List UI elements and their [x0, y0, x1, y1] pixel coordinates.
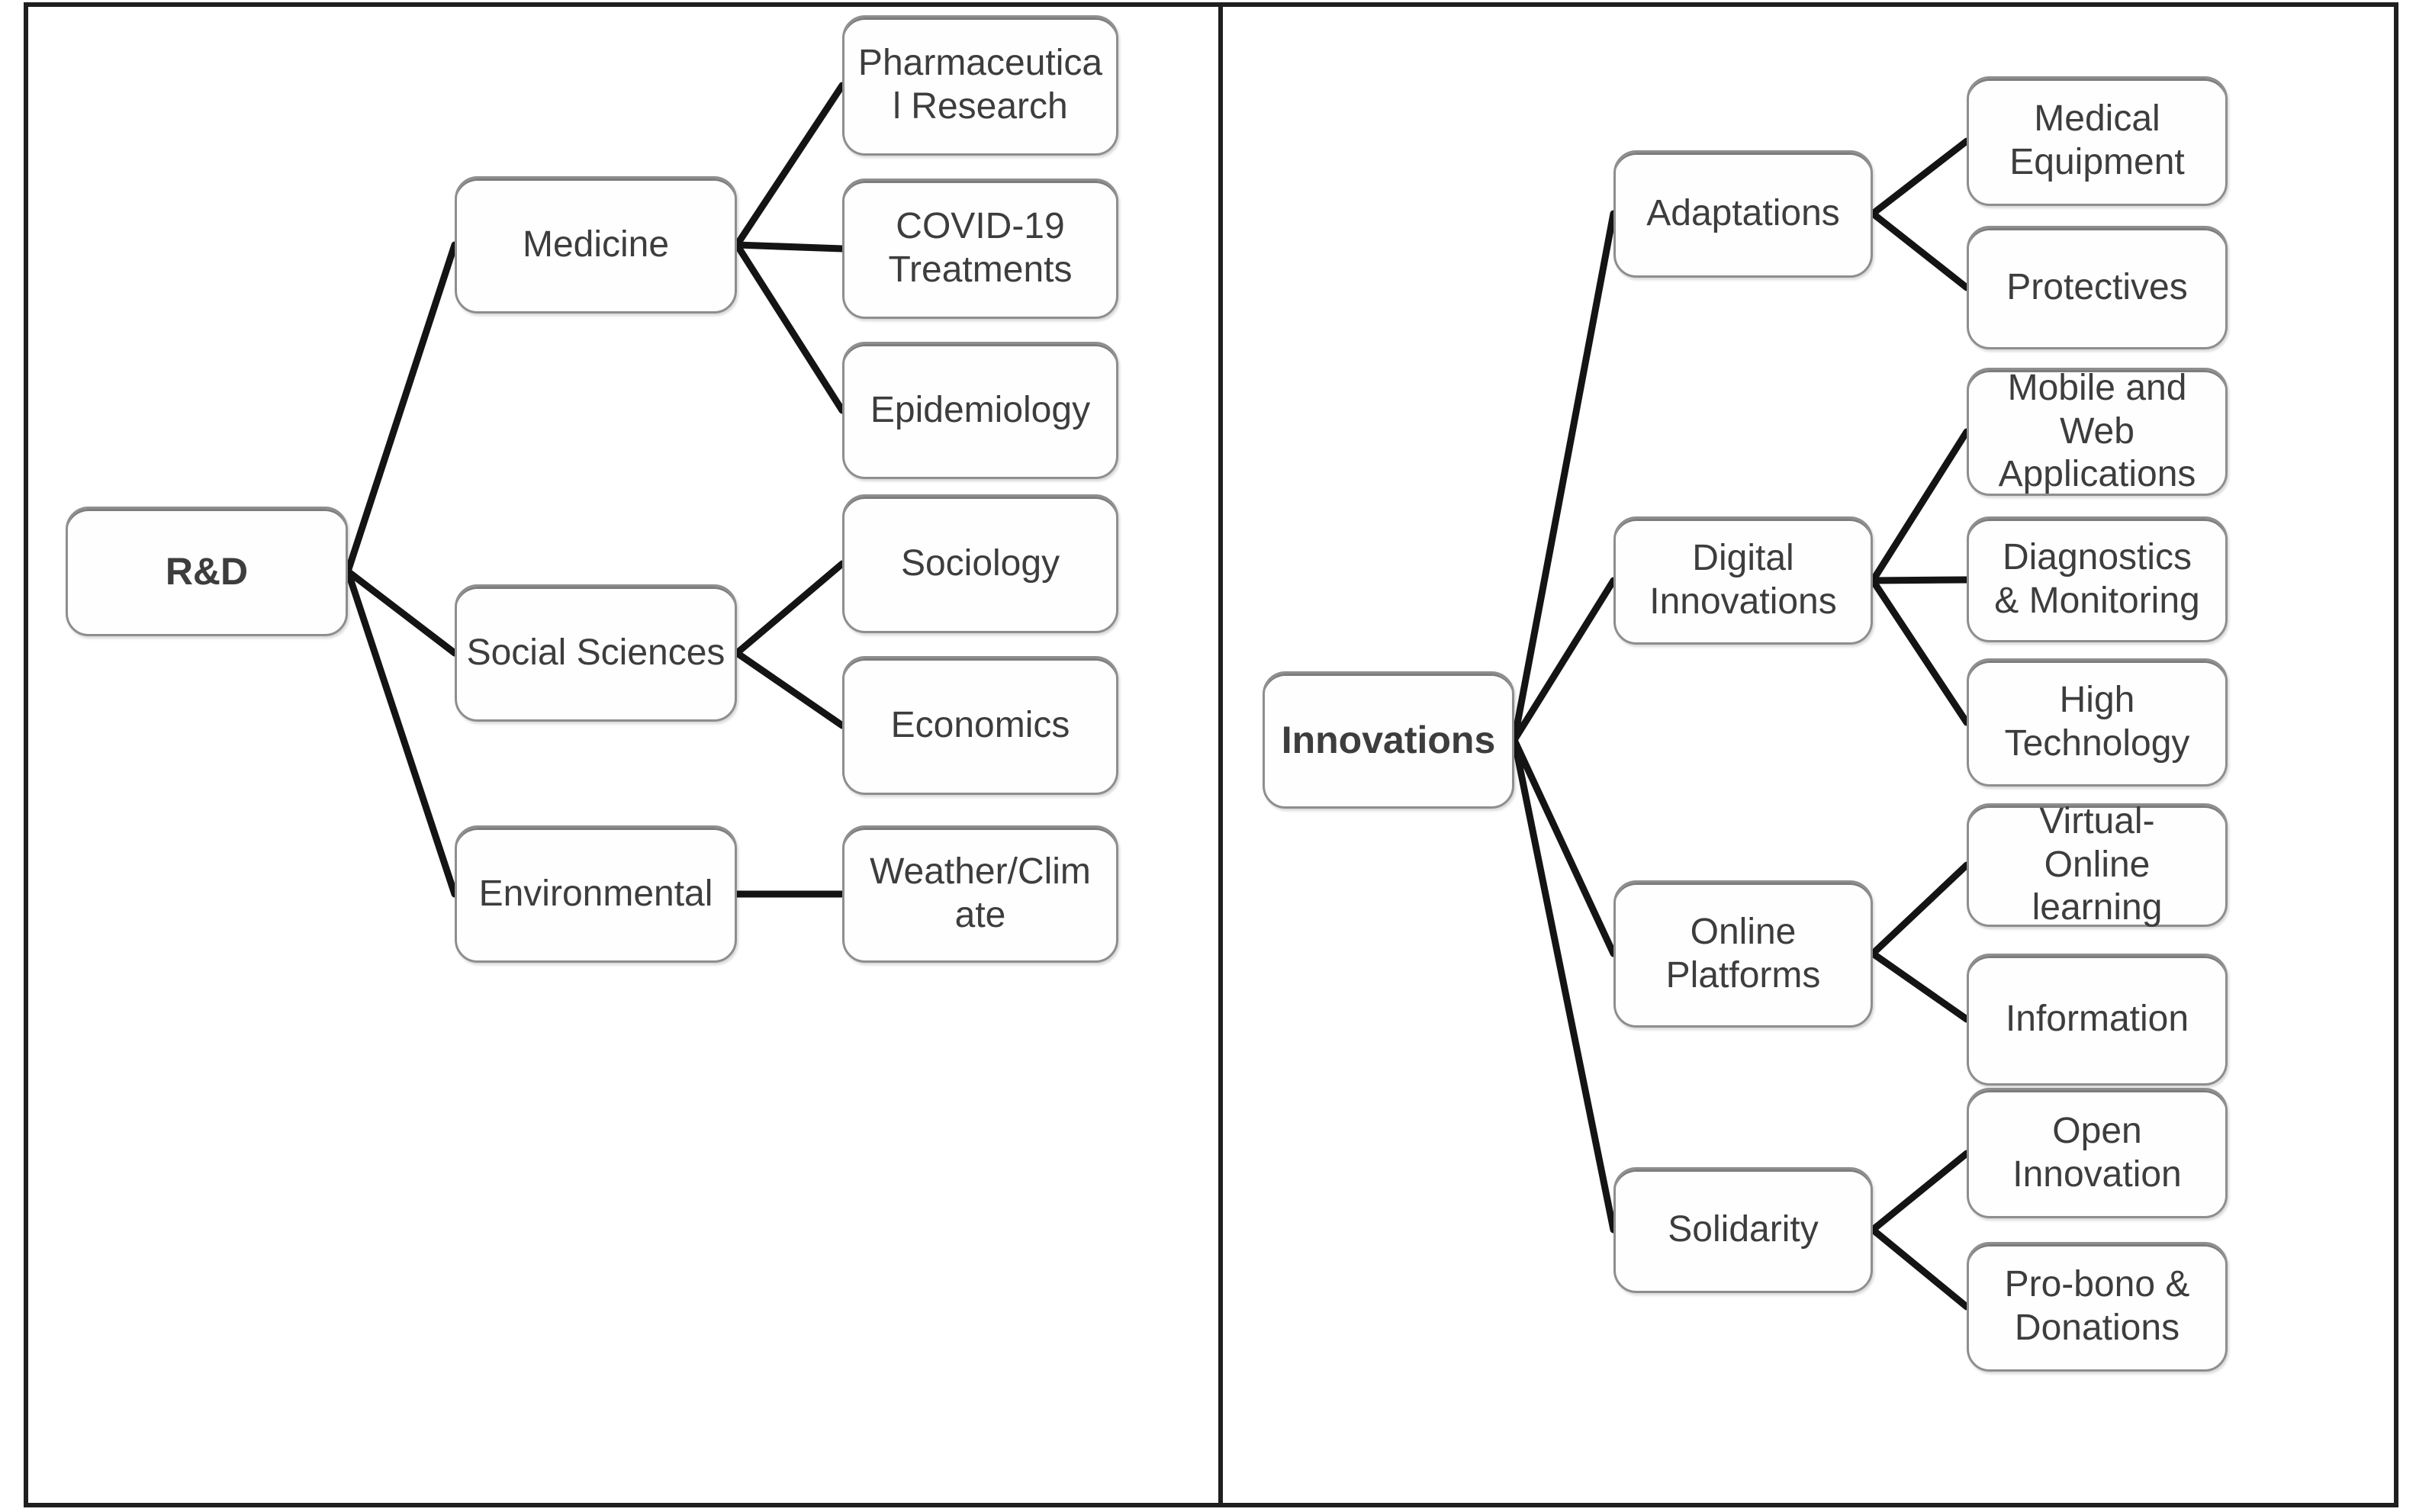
- edge-medicine-epidemiology: [733, 241, 846, 414]
- node-sociology-label: Sociology: [900, 542, 1060, 584]
- edge-medicine-covid19: [733, 241, 846, 253]
- node-weather-climate-label: Weather/Clim ate: [870, 851, 1091, 935]
- node-open-innovation-label: Open Innovation: [2012, 1110, 2182, 1195]
- node-solidarity: Solidarity: [1613, 1167, 1873, 1293]
- node-open-innovation: Open Innovation: [1967, 1088, 2228, 1218]
- node-online-platforms: Online Platforms: [1613, 880, 1873, 1028]
- table-borders: [24, 2, 2398, 1507]
- node-online-platforms-label: Online Platforms: [1665, 911, 1821, 996]
- node-mobile-web-applications: Mobile and Web Applications: [1967, 368, 2228, 496]
- node-high-technology: High Technology: [1967, 658, 2228, 787]
- node-economics: Economics: [842, 656, 1118, 795]
- edge-innovations-online: [1510, 736, 1617, 957]
- node-economics-label: Economics: [890, 704, 1070, 745]
- node-mobile-web-applications-label: Mobile and Web Applications: [1998, 368, 2196, 495]
- node-medicine: Medicine: [455, 176, 737, 314]
- node-sociology: Sociology: [842, 494, 1118, 633]
- node-diagnostics-monitoring: Diagnostics & Monitoring: [1967, 516, 2228, 642]
- edge-medicine-pharmaceutical: [733, 82, 846, 249]
- node-pharmaceutical-research-label: Pharmaceutica l Research: [857, 43, 1103, 127]
- node-adaptations: Adaptations: [1613, 150, 1873, 278]
- edge-social-sociology: [733, 560, 846, 657]
- node-rd-label: R&D: [165, 549, 249, 593]
- edge-rd-medicine: [344, 241, 458, 575]
- node-virtual-online-learning: Virtual- Online learning: [1967, 801, 2228, 928]
- edge-adaptations-protectives: [1869, 210, 1970, 291]
- node-virtual-online-learning-label: Virtual- Online learning: [2032, 801, 2163, 928]
- node-high-technology-label: High Technology: [2004, 680, 2190, 764]
- node-covid19-treatments-label: COVID-19 Treatments: [888, 206, 1073, 290]
- node-information: Information: [1967, 954, 2228, 1086]
- node-innovations: Innovations: [1263, 671, 1514, 809]
- node-diagnostics-monitoring-label: Diagnostics & Monitoring: [1994, 536, 2200, 621]
- node-adaptations-label: Adaptations: [1646, 193, 1840, 234]
- node-environmental-label: Environmental: [478, 873, 713, 914]
- edge-rd-environmental: [344, 568, 458, 898]
- edge-social-economics: [733, 649, 846, 729]
- edge-innovations-adaptations: [1510, 210, 1617, 744]
- edge-online-information: [1869, 950, 1970, 1023]
- edge-rd-social-sciences: [344, 568, 458, 657]
- node-epidemiology-label: Epidemiology: [870, 389, 1091, 430]
- edge-solidarity-probono: [1869, 1226, 1970, 1311]
- right-tree-edges: [1510, 137, 1970, 1311]
- node-probono-donations: Pro-bono & Donations: [1967, 1242, 2228, 1372]
- node-digital-innovations-label: Digital Innovations: [1649, 538, 1837, 622]
- edge-solidarity-open-innovation: [1869, 1150, 1970, 1234]
- node-probono-donations-label: Pro-bono & Donations: [2004, 1264, 2190, 1348]
- node-pharmaceutical-research: Pharmaceutica l Research: [842, 15, 1118, 156]
- node-solidarity-label: Solidarity: [1668, 1209, 1819, 1250]
- node-medical-equipment-label: Medical Equipment: [2009, 98, 2185, 182]
- edge-innovations-solidarity: [1510, 736, 1617, 1234]
- node-covid19-treatments: COVID-19 Treatments: [842, 179, 1118, 319]
- node-digital-innovations: Digital Innovations: [1613, 516, 1873, 645]
- node-information-label: Information: [2005, 999, 2189, 1040]
- node-innovations-label: Innovations: [1281, 718, 1496, 761]
- edge-digital-mobile-web: [1869, 428, 1970, 584]
- node-environmental: Environmental: [455, 825, 737, 963]
- node-weather-climate: Weather/Clim ate: [842, 825, 1118, 963]
- node-protectives-label: Protectives: [2006, 266, 2188, 307]
- edge-innovations-digital: [1510, 577, 1617, 744]
- edge-digital-diagnostics: [1869, 576, 1970, 584]
- node-social-sciences-label: Social Sciences: [466, 632, 725, 673]
- node-medicine-label: Medicine: [522, 224, 670, 265]
- node-social-sciences: Social Sciences: [455, 584, 737, 722]
- node-epidemiology: Epidemiology: [842, 342, 1118, 479]
- node-medical-equipment: Medical Equipment: [1967, 76, 2228, 206]
- node-protectives: Protectives: [1967, 226, 2228, 349]
- edge-digital-high-technology: [1869, 577, 1970, 726]
- node-rd: R&D: [66, 507, 348, 636]
- left-tree-edges: [344, 82, 846, 898]
- edge-online-virtual-learning: [1869, 861, 1970, 957]
- edge-adaptations-medical-equipment: [1869, 137, 1970, 217]
